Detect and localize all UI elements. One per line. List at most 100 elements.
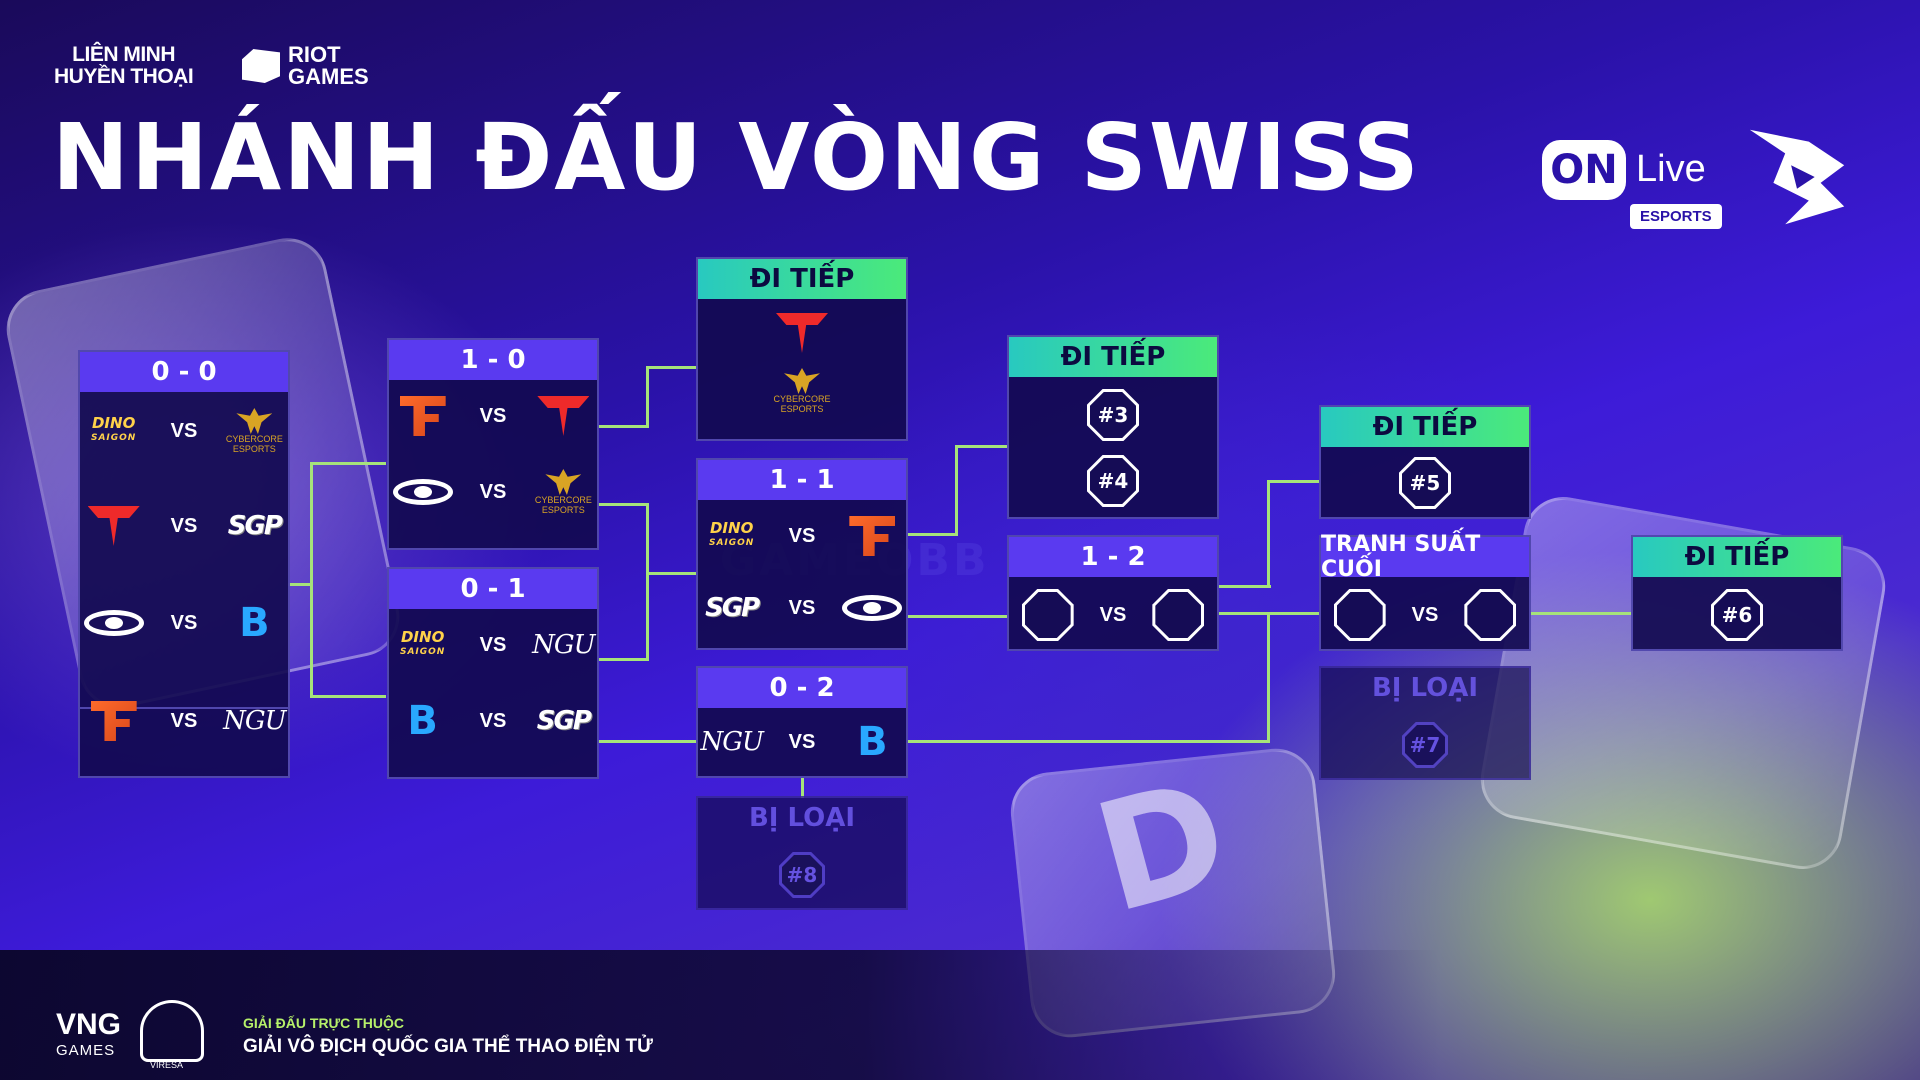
connector	[598, 503, 648, 506]
connector	[646, 503, 649, 661]
round-header: ĐI TIẾP	[1009, 337, 1217, 377]
seed-slot-icon: #7	[1402, 722, 1448, 768]
round-header: 1 - 1	[698, 460, 906, 500]
team-flash-logo	[771, 309, 833, 357]
round-header: 0 - 2	[698, 668, 906, 708]
bm-logo: B	[407, 698, 438, 744]
round-header: 1 - 2	[1009, 537, 1217, 577]
match-row[interactable]: NGU VS B	[698, 718, 906, 766]
seed-slot-icon: #3	[1087, 389, 1139, 441]
advanced-team	[698, 309, 906, 357]
connector	[646, 366, 696, 369]
footer-main-text: GIẢI VÔ ĐỊCH QUỐC GIA THỂ THAO ĐIỆN TỬ	[243, 1036, 653, 1057]
team-secret-logo	[392, 468, 454, 516]
fox-logo	[392, 392, 454, 440]
empty-team-slot-icon	[1152, 589, 1205, 641]
connector	[598, 425, 648, 428]
cybercore-logo: CYBERCORE ESPORTS	[771, 367, 833, 415]
bm-logo: B	[857, 719, 888, 765]
team-flash-logo	[83, 502, 145, 550]
connector	[1267, 612, 1270, 743]
team-flash-logo	[532, 392, 594, 440]
connector	[801, 778, 804, 798]
round-header: ĐI TIẾP	[698, 259, 906, 299]
ngu-logo: NGU	[223, 706, 286, 736]
decider-card: TRANH SUẤT CUỐI VS	[1319, 532, 1531, 651]
advance-card-4: ĐI TIẾP #6	[1631, 535, 1843, 651]
match-row[interactable]: VS CYBERCORE ESPORTS	[389, 468, 597, 516]
round-header: ĐI TIẾP	[1321, 407, 1529, 447]
match-row[interactable]: VS NGU	[80, 697, 288, 745]
empty-team-slot-icon	[1021, 589, 1074, 641]
connector	[955, 445, 1007, 448]
seed-slot-icon: #8	[779, 852, 825, 898]
vcs-logo-icon	[1749, 129, 1845, 225]
footer	[0, 950, 1920, 1080]
ngu-logo: NGU	[700, 727, 763, 757]
round-1-0-card: 1 - 0 VS VS CYBERCORE ESPORTS	[387, 338, 599, 550]
connector	[310, 462, 313, 698]
advance-card-1: ĐI TIẾP CYBERCORE ESPORTS	[696, 257, 908, 441]
lmht-logo: LIÊN MINH HUYỀN THOẠI	[54, 43, 194, 88]
sgp-logo: SGP	[227, 511, 283, 541]
connector	[310, 462, 386, 465]
empty-team-slot-icon	[1464, 589, 1517, 641]
connector	[1267, 480, 1270, 588]
seed-slot-icon: #6	[1711, 589, 1763, 641]
bm-logo: B	[239, 600, 270, 646]
match-row[interactable]: B VS SGP	[389, 697, 597, 745]
round-header: 1 - 0	[389, 340, 597, 380]
match-row[interactable]: VS	[1321, 589, 1529, 641]
page-title: NHÁNH ĐẤU VÒNG SWISS	[52, 104, 1421, 211]
round-header: BỊ LOẠI	[748, 803, 856, 833]
round-header: BỊ LOẠI	[1371, 673, 1479, 703]
onlive-esports-logo: ON Live ESPORTS	[1542, 140, 1722, 229]
match-row[interactable]: VS	[1009, 589, 1217, 641]
match-row[interactable]: VS SGP	[80, 502, 288, 550]
eliminated-card-2: BỊ LOẠI #7	[1319, 666, 1531, 780]
advance-card-2: ĐI TIẾP #3 #4	[1007, 335, 1219, 519]
viresa-label: VIRESA	[150, 1060, 184, 1070]
connector	[907, 615, 1007, 618]
cybercore-logo: CYBERCORE ESPORTS	[223, 407, 285, 455]
riot-games-logo: RIOT GAMES	[242, 44, 369, 88]
advanced-team: CYBERCORE ESPORTS	[698, 367, 906, 415]
empty-team-slot-icon	[1333, 589, 1386, 641]
sgp-logo: SGP	[536, 706, 592, 736]
viresa-logo-icon	[140, 1000, 204, 1062]
round-header: ĐI TIẾP	[1633, 537, 1841, 577]
match-row[interactable]: SGP VS	[698, 584, 906, 632]
fox-logo	[841, 512, 903, 560]
connector	[310, 695, 386, 698]
connector	[907, 533, 957, 536]
connector	[598, 740, 696, 743]
cybercore-logo: CYBERCORE ESPORTS	[532, 468, 594, 516]
connector	[288, 583, 312, 586]
round-header: 0 - 1	[389, 569, 597, 609]
connector	[955, 445, 958, 536]
connector	[646, 366, 649, 428]
connector	[1267, 480, 1319, 483]
match-row[interactable]: VS B	[80, 599, 288, 647]
sgp-logo: SGP	[705, 593, 760, 623]
fox-logo	[83, 697, 145, 745]
match-row[interactable]: VS	[389, 392, 597, 440]
round-header: 0 - 0	[80, 352, 288, 392]
round-1-2-card: 1 - 2 VS	[1007, 535, 1219, 651]
connector	[907, 740, 1269, 743]
connector	[646, 572, 696, 575]
ngu-logo: NGU	[532, 630, 595, 660]
seed-slot-icon: #5	[1399, 457, 1451, 509]
team-secret-logo	[83, 599, 145, 647]
connector	[1219, 585, 1271, 588]
round-header: TRANH SUẤT CUỐI	[1321, 532, 1529, 582]
